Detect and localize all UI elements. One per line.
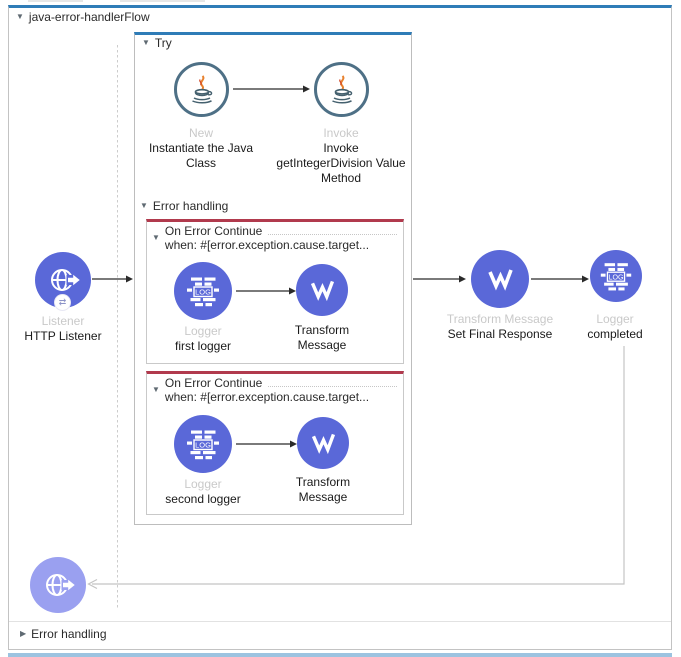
- http-listener-labels: Listener HTTP Listener: [3, 314, 123, 344]
- flow-footer-separator: [9, 621, 671, 622]
- java-icon: [331, 74, 352, 104]
- set-final-response-labels: Transform Message Set Final Response: [430, 312, 570, 342]
- transform-message-node-1[interactable]: [296, 264, 348, 316]
- flow-title-label: java-error-handlerFlow: [28, 10, 150, 24]
- java-icon: [191, 74, 212, 104]
- node-name-label: Transform Message: [294, 323, 350, 352]
- header-dotted-separator: [268, 233, 397, 235]
- logger-icon-text: LOG: [195, 441, 211, 450]
- on-error-continue-2-when-expression: when: #[error.exception.cause.target...: [164, 390, 370, 404]
- node-type-label: Invoke: [323, 126, 359, 140]
- transform-message-2-labels: Transform Message: [283, 475, 363, 505]
- node-type-label: Logger: [184, 477, 222, 491]
- globe-icon: [46, 574, 75, 596]
- logger-icon: LOG: [187, 277, 219, 307]
- collapse-triangle-icon[interactable]: ▼: [142, 38, 150, 47]
- try-scope-label: Try: [154, 36, 172, 50]
- node-name-label: completed: [587, 327, 643, 341]
- error-handling-scope-title: ▼ Error handling: [140, 199, 228, 213]
- node-type-label: Listener: [41, 314, 85, 328]
- logger-icon-text: LOG: [195, 288, 211, 297]
- dataweave-icon: [488, 269, 513, 291]
- node-type-label: Transform Message: [446, 312, 554, 326]
- java-invoke-labels: Invoke Invoke getIntegerDivision Value M…: [275, 126, 407, 186]
- message-exchange-badge-icon: ⇄: [55, 295, 70, 310]
- set-final-response-node[interactable]: [471, 250, 529, 308]
- error-handling-footer-label: Error handling: [31, 627, 107, 641]
- java-new-node[interactable]: [174, 62, 229, 117]
- top-edge-artifact: [120, 0, 205, 2]
- globe-icon: [51, 269, 80, 291]
- node-type-label: Logger: [596, 312, 634, 326]
- completed-logger-node[interactable]: LOG: [590, 250, 642, 302]
- on-error-continue-2-title: On Error Continue: [164, 376, 263, 390]
- transform-message-node-2[interactable]: [297, 417, 349, 469]
- node-name-label: Transform Message: [295, 475, 351, 504]
- second-logger-labels: Logger second logger: [143, 477, 263, 507]
- on-error-continue-2-header: ▼ On Error Continue when: #[error.except…: [147, 374, 403, 404]
- node-name-label: Invoke getIntegerDivision Value Method: [276, 141, 406, 185]
- top-edge-artifact: [28, 0, 83, 2]
- error-handling-footer: ▶ Error handling: [20, 627, 107, 641]
- node-type-label: Logger: [184, 324, 222, 338]
- node-name-label: HTTP Listener: [24, 329, 102, 343]
- node-name-label: second logger: [165, 492, 241, 506]
- http-response-return-node[interactable]: [30, 557, 86, 613]
- node-name-label: Set Final Response: [447, 327, 553, 341]
- collapse-triangle-icon[interactable]: ▼: [152, 233, 160, 242]
- node-type-label: New: [188, 126, 213, 140]
- second-logger-node[interactable]: LOG: [174, 415, 232, 473]
- collapse-triangle-icon[interactable]: ▼: [16, 12, 24, 21]
- on-error-continue-1-header: ▼ On Error Continue when: #[error.except…: [147, 222, 403, 252]
- logger-icon-text: LOG: [608, 273, 623, 281]
- collapse-triangle-icon[interactable]: ▼: [152, 385, 160, 394]
- next-flow-top-border: [8, 653, 672, 657]
- first-logger-labels: Logger first logger: [143, 324, 263, 354]
- try-scope-title: ▼ Try: [142, 36, 172, 50]
- java-invoke-node[interactable]: [314, 62, 369, 117]
- collapse-triangle-icon[interactable]: ▼: [140, 201, 148, 210]
- http-listener-node[interactable]: ⇄: [35, 252, 91, 310]
- first-logger-node[interactable]: LOG: [174, 262, 232, 320]
- expand-triangle-icon[interactable]: ▶: [20, 629, 27, 638]
- flow-title: ▼ java-error-handlerFlow: [16, 10, 150, 24]
- java-new-labels: New Instantiate the Java Class: [138, 126, 264, 171]
- logger-icon: LOG: [600, 263, 632, 291]
- dataweave-icon: [310, 280, 335, 302]
- completed-logger-labels: Logger completed: [555, 312, 675, 342]
- error-handling-scope-label: Error handling: [152, 199, 229, 213]
- dataweave-icon: [311, 433, 336, 455]
- logger-icon: LOG: [187, 430, 219, 460]
- on-error-continue-1-when-expression: when: #[error.exception.cause.target...: [164, 238, 370, 252]
- node-name-label: Instantiate the Java Class: [148, 141, 254, 170]
- on-error-continue-1-title: On Error Continue: [164, 224, 263, 238]
- transform-message-1-labels: Transform Message: [282, 323, 362, 353]
- header-dotted-separator: [268, 385, 397, 387]
- node-name-label: first logger: [174, 339, 232, 353]
